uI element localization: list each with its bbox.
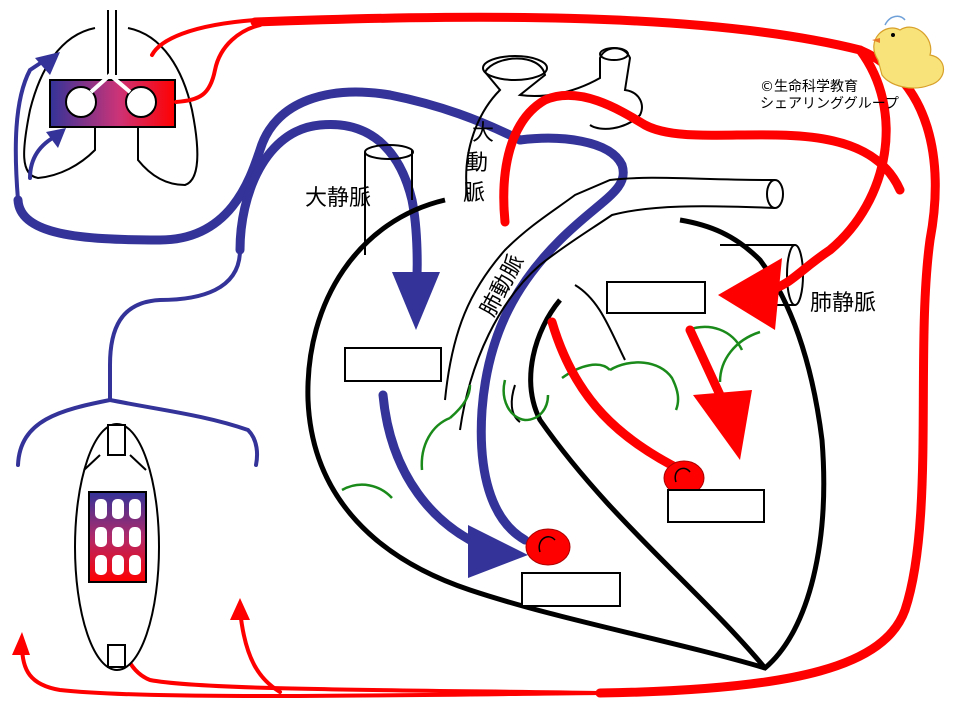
- credit: ©生命科学教育 シェアリンググループ: [760, 78, 899, 112]
- chick-icon: [872, 15, 945, 89]
- heart-valves: [341, 325, 761, 499]
- credit-line-2: シェアリンググループ: [760, 96, 899, 112]
- credit-line-1: ©生命科学教育: [760, 78, 858, 95]
- label-vena-cava: 大静脈: [305, 186, 371, 211]
- sa-node: [525, 528, 571, 566]
- blank-boxes: [344, 281, 765, 607]
- muscle-tissue-icon: [74, 423, 160, 671]
- arterial-arrowheads: [12, 258, 782, 655]
- blank-box-left-atrium[interactable]: [606, 281, 706, 314]
- arterial-paths: [20, 12, 940, 699]
- blank-box-left-ventricle[interactable]: [667, 489, 765, 523]
- venous-paths: [13, 56, 628, 558]
- diagram-labels: 大静脈 大 動 脈 肺動脈 肺静脈: [305, 121, 876, 321]
- label-aorta-3: 脈: [463, 181, 485, 206]
- label-pulmonary-vein: 肺静脈: [810, 291, 876, 316]
- blank-box-right-atrium[interactable]: [344, 347, 442, 382]
- label-aorta-1: 大: [472, 121, 494, 146]
- venous-arrowheads: [35, 52, 528, 578]
- lungs-icon: [23, 10, 199, 187]
- label-aorta-2: 動: [466, 151, 488, 176]
- blank-box-right-ventricle[interactable]: [521, 572, 621, 607]
